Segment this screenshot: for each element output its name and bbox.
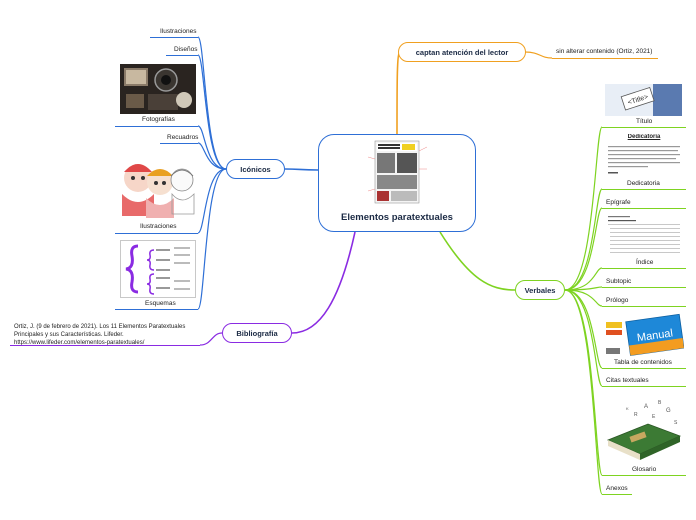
topic-verbales[interactable]: Verbales (515, 280, 565, 300)
diagram-scheme-image (120, 240, 196, 298)
subtopic-tabla-de-contenidos[interactable]: Tabla de contenidos (614, 359, 672, 366)
subtopic-ilustraciones[interactable]: Ilustraciones (160, 28, 197, 35)
underline (115, 233, 198, 234)
manual-image: Manual (604, 312, 684, 358)
underline (602, 268, 686, 269)
underline (602, 386, 686, 387)
svg-text:S: S (674, 420, 678, 426)
svg-text:K: K (626, 406, 629, 411)
glossary-book-image: A B R G E K S (604, 394, 684, 464)
topic-label: Verbales (524, 285, 556, 295)
subtopic-glosario[interactable]: Glosario (632, 466, 657, 473)
subtopic-indice[interactable]: Índice (636, 259, 654, 266)
manual-image-text: Manual (636, 327, 673, 344)
svg-text:B: B (658, 400, 662, 406)
newspaper-image (367, 140, 428, 204)
photography-image (120, 64, 196, 114)
svg-text:E: E (652, 414, 656, 420)
topic-bibliografia[interactable]: Bibliografía (222, 323, 292, 343)
subtopic-esquemas[interactable]: Esquemas (145, 300, 176, 307)
topic-label: captan atención del lector (415, 47, 509, 57)
subtopic-citas-textuales[interactable]: Citas textuales (606, 377, 649, 384)
dedication-heading: Dedicatoria (627, 134, 661, 140)
underline (602, 189, 686, 190)
central-topic-title: Elementos paratextuales (341, 212, 453, 223)
underline (602, 494, 632, 495)
topic-label: Icónicos (240, 164, 271, 174)
subtopic-epigrafe[interactable]: Epígrafe (606, 199, 631, 206)
title-image: <Title> (605, 84, 682, 116)
svg-text:R: R (634, 412, 638, 418)
subtopic-ilustraciones-2[interactable]: Ilustraciones (140, 223, 177, 230)
underline (115, 126, 198, 127)
underline (150, 37, 198, 38)
svg-text:G: G (666, 408, 671, 414)
subtopic-recuadros[interactable]: Recuadros (167, 134, 199, 141)
underline (602, 287, 686, 288)
underline (115, 309, 198, 310)
svg-text:A: A (644, 404, 648, 410)
central-topic[interactable]: Elementos paratextuales (318, 134, 476, 232)
underline (602, 475, 686, 476)
underline (602, 368, 686, 369)
underline (602, 306, 686, 307)
topic-captan-atencion[interactable]: captan atención del lector (398, 42, 526, 62)
underline (166, 55, 198, 56)
subtopic-prologo[interactable]: Prólogo (606, 297, 629, 304)
topic-label: Bibliografía (236, 328, 278, 338)
index-image (606, 214, 682, 258)
subtopic-anexos[interactable]: Anexos (606, 485, 628, 492)
subtopic-disenos[interactable]: Diseños (174, 46, 198, 53)
underline (602, 127, 686, 128)
dedication-image: Dedicatoria (606, 134, 682, 178)
subtopic-sin-alterar[interactable]: sin alterar contenido (Ortiz, 2021) (556, 48, 653, 55)
subtopic-titulo[interactable]: Título (636, 118, 653, 125)
underline (552, 58, 658, 59)
subtopic-dedicatoria[interactable]: Dedicatoria (627, 180, 660, 187)
subtopic-fotografias[interactable]: Fotografías (142, 116, 175, 123)
topic-iconicos[interactable]: Icónicos (226, 159, 285, 179)
underline (602, 208, 686, 209)
bibliography-reference[interactable]: Ortiz, J. (9 de febrero de 2021). Los 11… (14, 324, 186, 346)
underline (10, 345, 200, 346)
illustration-image (122, 164, 195, 218)
subtopic-subtopic[interactable]: Subtopic (606, 278, 632, 285)
underline (160, 143, 198, 144)
dedication-text-lines (608, 146, 680, 174)
